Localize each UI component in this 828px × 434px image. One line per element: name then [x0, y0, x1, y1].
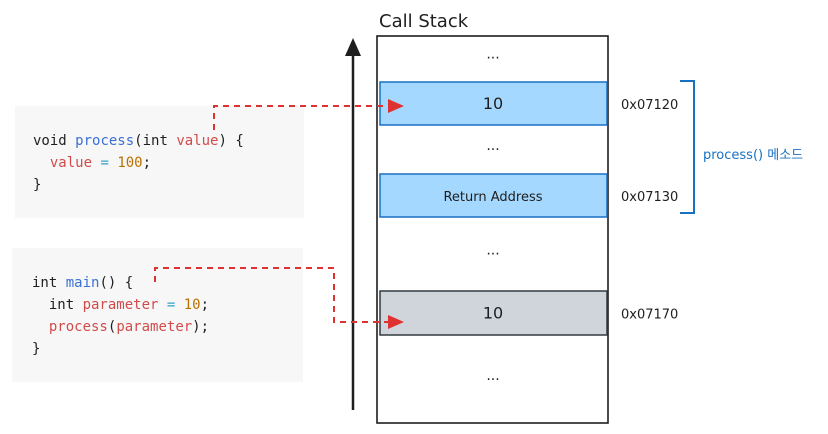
code-token: 100: [117, 155, 143, 171]
code-line: }: [33, 174, 304, 196]
code-token: main: [65, 275, 100, 291]
arrow-up-icon: [345, 38, 361, 56]
parameter-arrow: [154, 267, 404, 329]
code-line: process(parameter);: [32, 316, 303, 338]
code-token: ;: [142, 155, 152, 171]
call-stack-frame: [376, 35, 609, 424]
stack-cell-value: Return Address: [443, 190, 542, 205]
stack-cell-fill: [379, 290, 608, 336]
arrow-right-icon: [388, 99, 404, 113]
process-method-label: process() 메소드: [703, 148, 803, 163]
code-token: parameter: [82, 297, 159, 313]
code-line: void process(int value) {: [33, 130, 304, 152]
code-token: value: [176, 133, 219, 149]
code-token: }: [32, 341, 41, 357]
stack-cell-value: 10: [483, 304, 503, 323]
stack-ellipsis: ...: [486, 47, 499, 63]
memory-address-label: 0x07130: [621, 190, 678, 205]
code-token: ;: [200, 297, 210, 313]
code-token: 10: [183, 297, 201, 313]
code-token: int: [32, 297, 83, 313]
stack-ellipsis: ...: [486, 138, 499, 154]
address-labels: 0x07120 0x07130 0x07170: [621, 98, 678, 323]
code-token: process: [48, 319, 108, 335]
code-line: value = 100;: [33, 152, 304, 174]
main-method-code: int main() { int parameter = 10; process…: [12, 248, 303, 382]
code-token: process: [75, 133, 135, 149]
code-token: value: [49, 155, 93, 171]
code-token: (: [134, 133, 143, 149]
stack-cell-fill: [379, 81, 608, 126]
stack-cell-fill: [379, 173, 608, 218]
code-token: =: [158, 297, 184, 313]
code-line: }: [32, 338, 303, 360]
code-line: int parameter = 10;: [32, 294, 303, 316]
stack-cells: ... 10... Return Address... 10...: [379, 47, 608, 384]
process-frame-bracket: [680, 80, 695, 214]
arrow-right-icon: [388, 315, 404, 329]
code-token: ) {: [218, 133, 244, 149]
stack-cell-value: 10: [483, 94, 503, 113]
stack-ellipsis: ...: [486, 368, 499, 384]
code-token: int: [142, 133, 177, 149]
stack-growth-arrow: [345, 38, 361, 410]
call-stack-title: Call Stack: [379, 11, 469, 32]
code-token: (: [107, 319, 117, 335]
code-line: int main() {: [32, 272, 303, 294]
code-token: }: [33, 177, 42, 193]
code-token: =: [92, 155, 118, 171]
value-arrow: [213, 99, 404, 130]
memory-address-label: 0x07120: [621, 98, 678, 113]
process-method-code: void process(int value) { value = 100;}: [15, 106, 304, 218]
stack-ellipsis: ...: [486, 243, 499, 259]
code-token: void: [33, 133, 76, 149]
code-token: parameter: [116, 319, 193, 335]
code-token: );: [192, 319, 210, 335]
code-token: int: [32, 275, 66, 291]
code-token: () {: [99, 275, 134, 291]
memory-address-label: 0x07170: [621, 308, 678, 323]
